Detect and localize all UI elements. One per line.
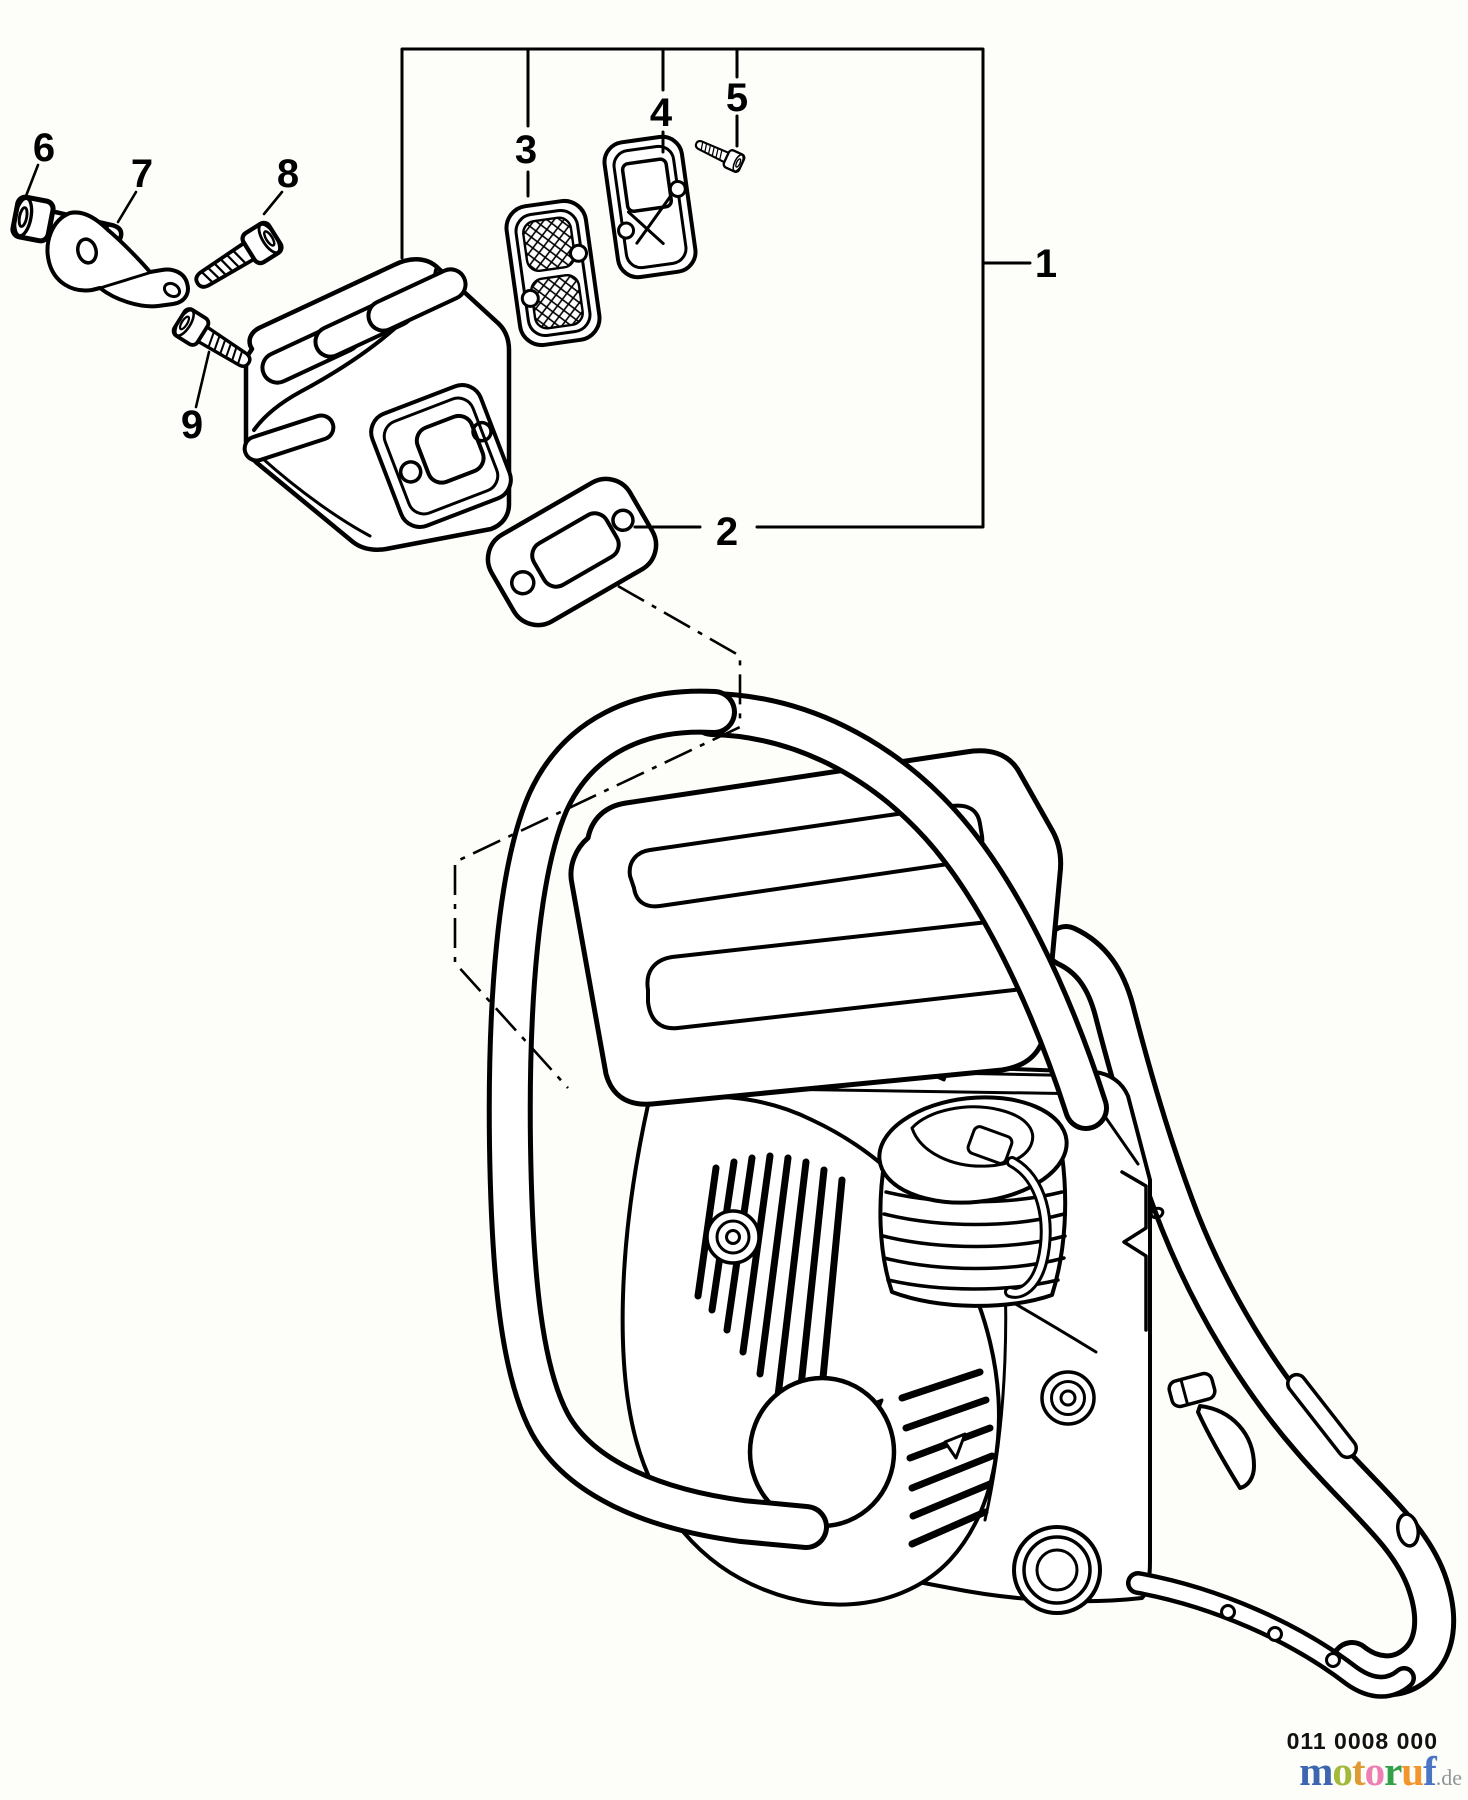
callout-4: 4 bbox=[650, 91, 673, 135]
logo-letter: t bbox=[1351, 1748, 1366, 1794]
logo-letter: o bbox=[1364, 1748, 1385, 1794]
group-bracket-line bbox=[400, 47, 985, 529]
muffler-bracket bbox=[45, 210, 190, 309]
oil-cap bbox=[1040, 1370, 1096, 1426]
logo-letter: r bbox=[1384, 1748, 1402, 1794]
front-handle bbox=[486, 688, 1109, 1550]
spark-arrestor-screen bbox=[504, 198, 602, 348]
muffler bbox=[242, 257, 513, 552]
callout-7: 7 bbox=[131, 152, 153, 196]
switch-knob bbox=[1167, 1371, 1217, 1409]
assembly-position-line bbox=[453, 584, 742, 1089]
rear-handle-hole bbox=[1396, 1512, 1420, 1548]
muffler-outlet-flange bbox=[369, 383, 513, 529]
callout-3: 3 bbox=[515, 128, 537, 172]
bolt-9 bbox=[169, 304, 259, 378]
muffler-louver bbox=[366, 267, 468, 333]
handle-mount-boss bbox=[705, 1209, 761, 1265]
fuel-cap bbox=[1012, 1525, 1102, 1615]
watermark: 011 0008 000 motoruf.de bbox=[1287, 1730, 1462, 1792]
callout-9: 9 bbox=[181, 403, 203, 447]
logo-domain-suffix: .de bbox=[1435, 1765, 1462, 1790]
logo-letter: o bbox=[1332, 1748, 1352, 1794]
bolt-8 bbox=[188, 220, 283, 297]
chainsaw-illustration bbox=[486, 688, 1457, 1699]
callout-6: 6 bbox=[33, 126, 55, 170]
part-code: 011 0008 000 bbox=[1286, 1728, 1438, 1754]
logo-letter: u bbox=[1401, 1748, 1424, 1794]
muffler-cover-plate bbox=[602, 134, 698, 280]
rivet-hole bbox=[1325, 1652, 1341, 1668]
muffler-louver bbox=[242, 413, 336, 463]
throttle-trigger bbox=[1196, 1404, 1256, 1490]
callout-numbers: 1 2 3 4 5 6 7 8 9 bbox=[33, 76, 1057, 554]
callout-lines bbox=[24, 47, 1032, 1089]
callout-2: 2 bbox=[716, 510, 738, 554]
exhaust-gasket bbox=[485, 476, 659, 628]
spark-plug bbox=[966, 1125, 1014, 1165]
callout-8: 8 bbox=[277, 152, 299, 196]
rear-handle-slot bbox=[1286, 1372, 1358, 1460]
rear-bottom-rail bbox=[1126, 1571, 1416, 1699]
rivet-hole bbox=[1267, 1626, 1283, 1642]
engine-cylinder bbox=[877, 1095, 1069, 1308]
rivet-hole bbox=[1220, 1604, 1236, 1620]
starter-vent-slats bbox=[694, 1152, 996, 1548]
logo-letter: f bbox=[1423, 1748, 1437, 1794]
rear-handle bbox=[1044, 924, 1457, 1698]
guard-slot bbox=[627, 803, 985, 909]
vent-triangle bbox=[943, 1432, 967, 1460]
callout-1: 1 bbox=[1035, 242, 1057, 286]
motoruf-logo: motoruf.de bbox=[1287, 1751, 1462, 1792]
logo-letter: m bbox=[1299, 1748, 1333, 1794]
callout-5: 5 bbox=[726, 76, 748, 120]
